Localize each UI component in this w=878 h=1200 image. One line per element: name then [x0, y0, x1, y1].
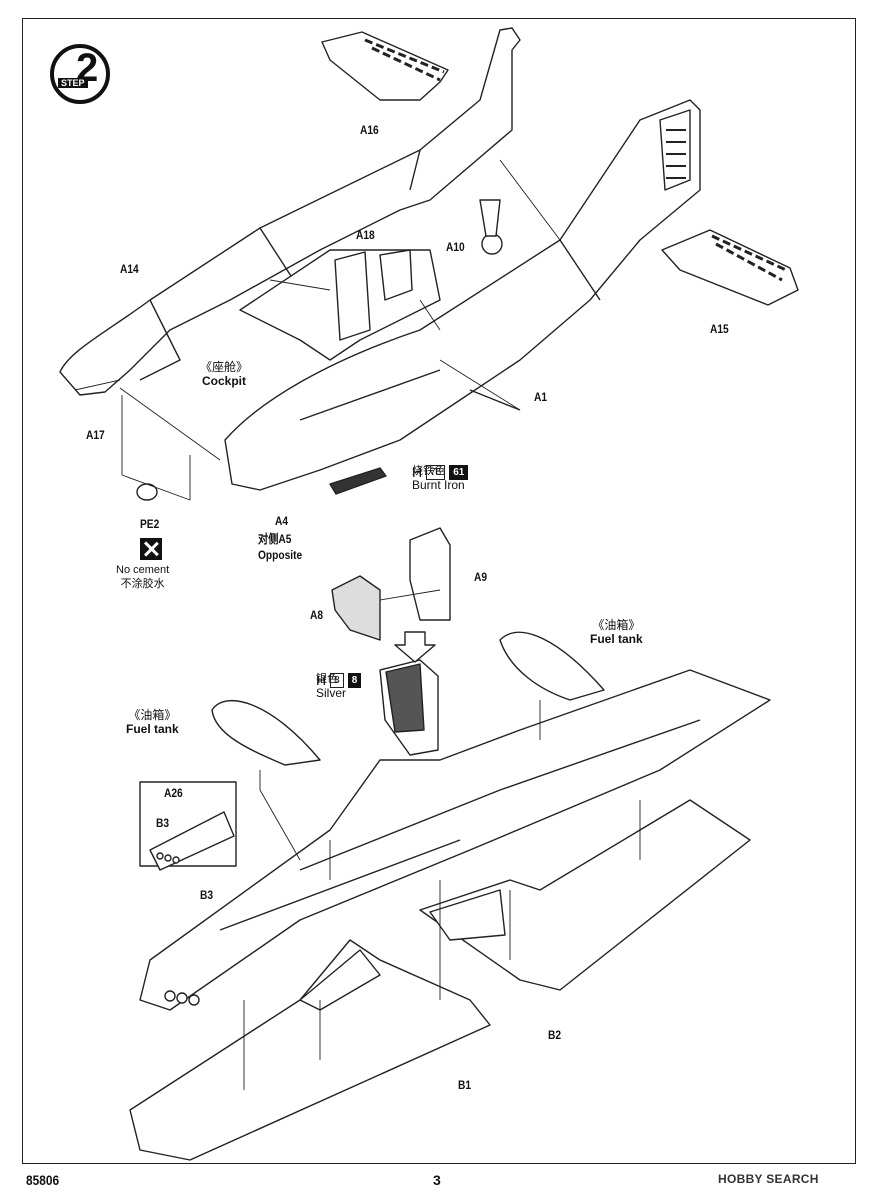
part-label-a18: A18 [356, 228, 375, 242]
no-cement-annotation: No cement 不涂胶水 [116, 563, 169, 591]
part-label-b2: B2 [548, 1028, 562, 1042]
part-label-pe2: PE2 [140, 517, 160, 531]
watermark: HOBBY SEARCH [718, 1172, 819, 1186]
fuel-tank-right-cn: 《油箱》 [592, 618, 641, 632]
paint-callout-silver: H 8 8 银色 Silver [316, 672, 362, 700]
paint-code-b: 61 [449, 464, 469, 480]
part-label-a4: A4 [275, 514, 289, 528]
part-label-a15: A15 [710, 322, 729, 336]
part-label-a26: A26 [164, 786, 183, 800]
part-label-a10: A10 [446, 240, 465, 254]
paint-name-cn: 烧铁色 [412, 465, 445, 477]
part-label-a17: A17 [86, 428, 105, 442]
page-frame [22, 18, 856, 1164]
cockpit-cn: 《座舱》 [200, 360, 249, 374]
fuel-tank-right-en: Fuel tank [590, 632, 643, 646]
wing-upper [139, 669, 771, 1011]
part-label-a14: A14 [120, 262, 139, 276]
fuel-tank-left [211, 699, 321, 766]
part-label-b3-inset: B3 [156, 816, 170, 830]
no-cement-en: No cement [116, 564, 170, 576]
kit-number: 85806 [26, 1172, 60, 1188]
cockpit-annotation: 《座舱》 Cockpit [200, 360, 248, 388]
part-label-b1: B1 [458, 1078, 472, 1092]
paint-code-a: 76 [426, 464, 446, 480]
paint-callout-burnt-iron: H 76 61 烧铁色 Burnt Iron [412, 464, 469, 492]
fuel-tank-right-annotation: 《油箱》 Fuel tank [590, 618, 643, 646]
wing-lower-right [419, 799, 751, 991]
fuselage-right-half [224, 99, 701, 491]
fuel-tank-right [499, 631, 605, 701]
part-label-a16: A16 [360, 123, 379, 137]
watermark-text: HOBBY SEARCH [718, 1172, 819, 1186]
no-cement-icon [140, 538, 162, 560]
exhaust-stack [329, 467, 387, 495]
fuel-tank-left-en: Fuel tank [126, 722, 179, 736]
part-label-a1: A1 [534, 390, 548, 404]
stabilizer-left [321, 31, 449, 101]
part-label-a5: 对侧A5 [258, 532, 292, 546]
paint-name-en: Silver [316, 686, 347, 700]
paint-code-a: 8 [330, 672, 344, 688]
fuel-tank-left-annotation: 《油箱》 Fuel tank [126, 708, 179, 736]
paint-letter: H [316, 672, 327, 688]
cockpit-en: Cockpit [202, 374, 247, 388]
plate-a9 [409, 527, 451, 621]
part-label-b3: B3 [200, 888, 214, 902]
part-label-a8: A8 [310, 608, 324, 622]
label-opposite: Opposite [258, 548, 303, 562]
wing-lower-left [129, 939, 491, 1161]
page-number: 3 [433, 1172, 441, 1188]
paint-letter: H [412, 464, 423, 480]
paint-name-cn: 银色 [316, 673, 338, 685]
paint-code-b: 8 [347, 672, 362, 688]
fuel-tank-left-cn: 《油箱》 [128, 708, 177, 722]
no-cement-cn: 不涂胶水 [120, 578, 165, 590]
step-badge: 2 STEP [50, 44, 110, 104]
step-word: STEP [58, 78, 88, 88]
plate-a8 [331, 575, 381, 641]
part-label-a9: A9 [474, 570, 488, 584]
stabilizer-right [661, 229, 799, 306]
paint-name-en: Burnt Iron [412, 478, 465, 492]
